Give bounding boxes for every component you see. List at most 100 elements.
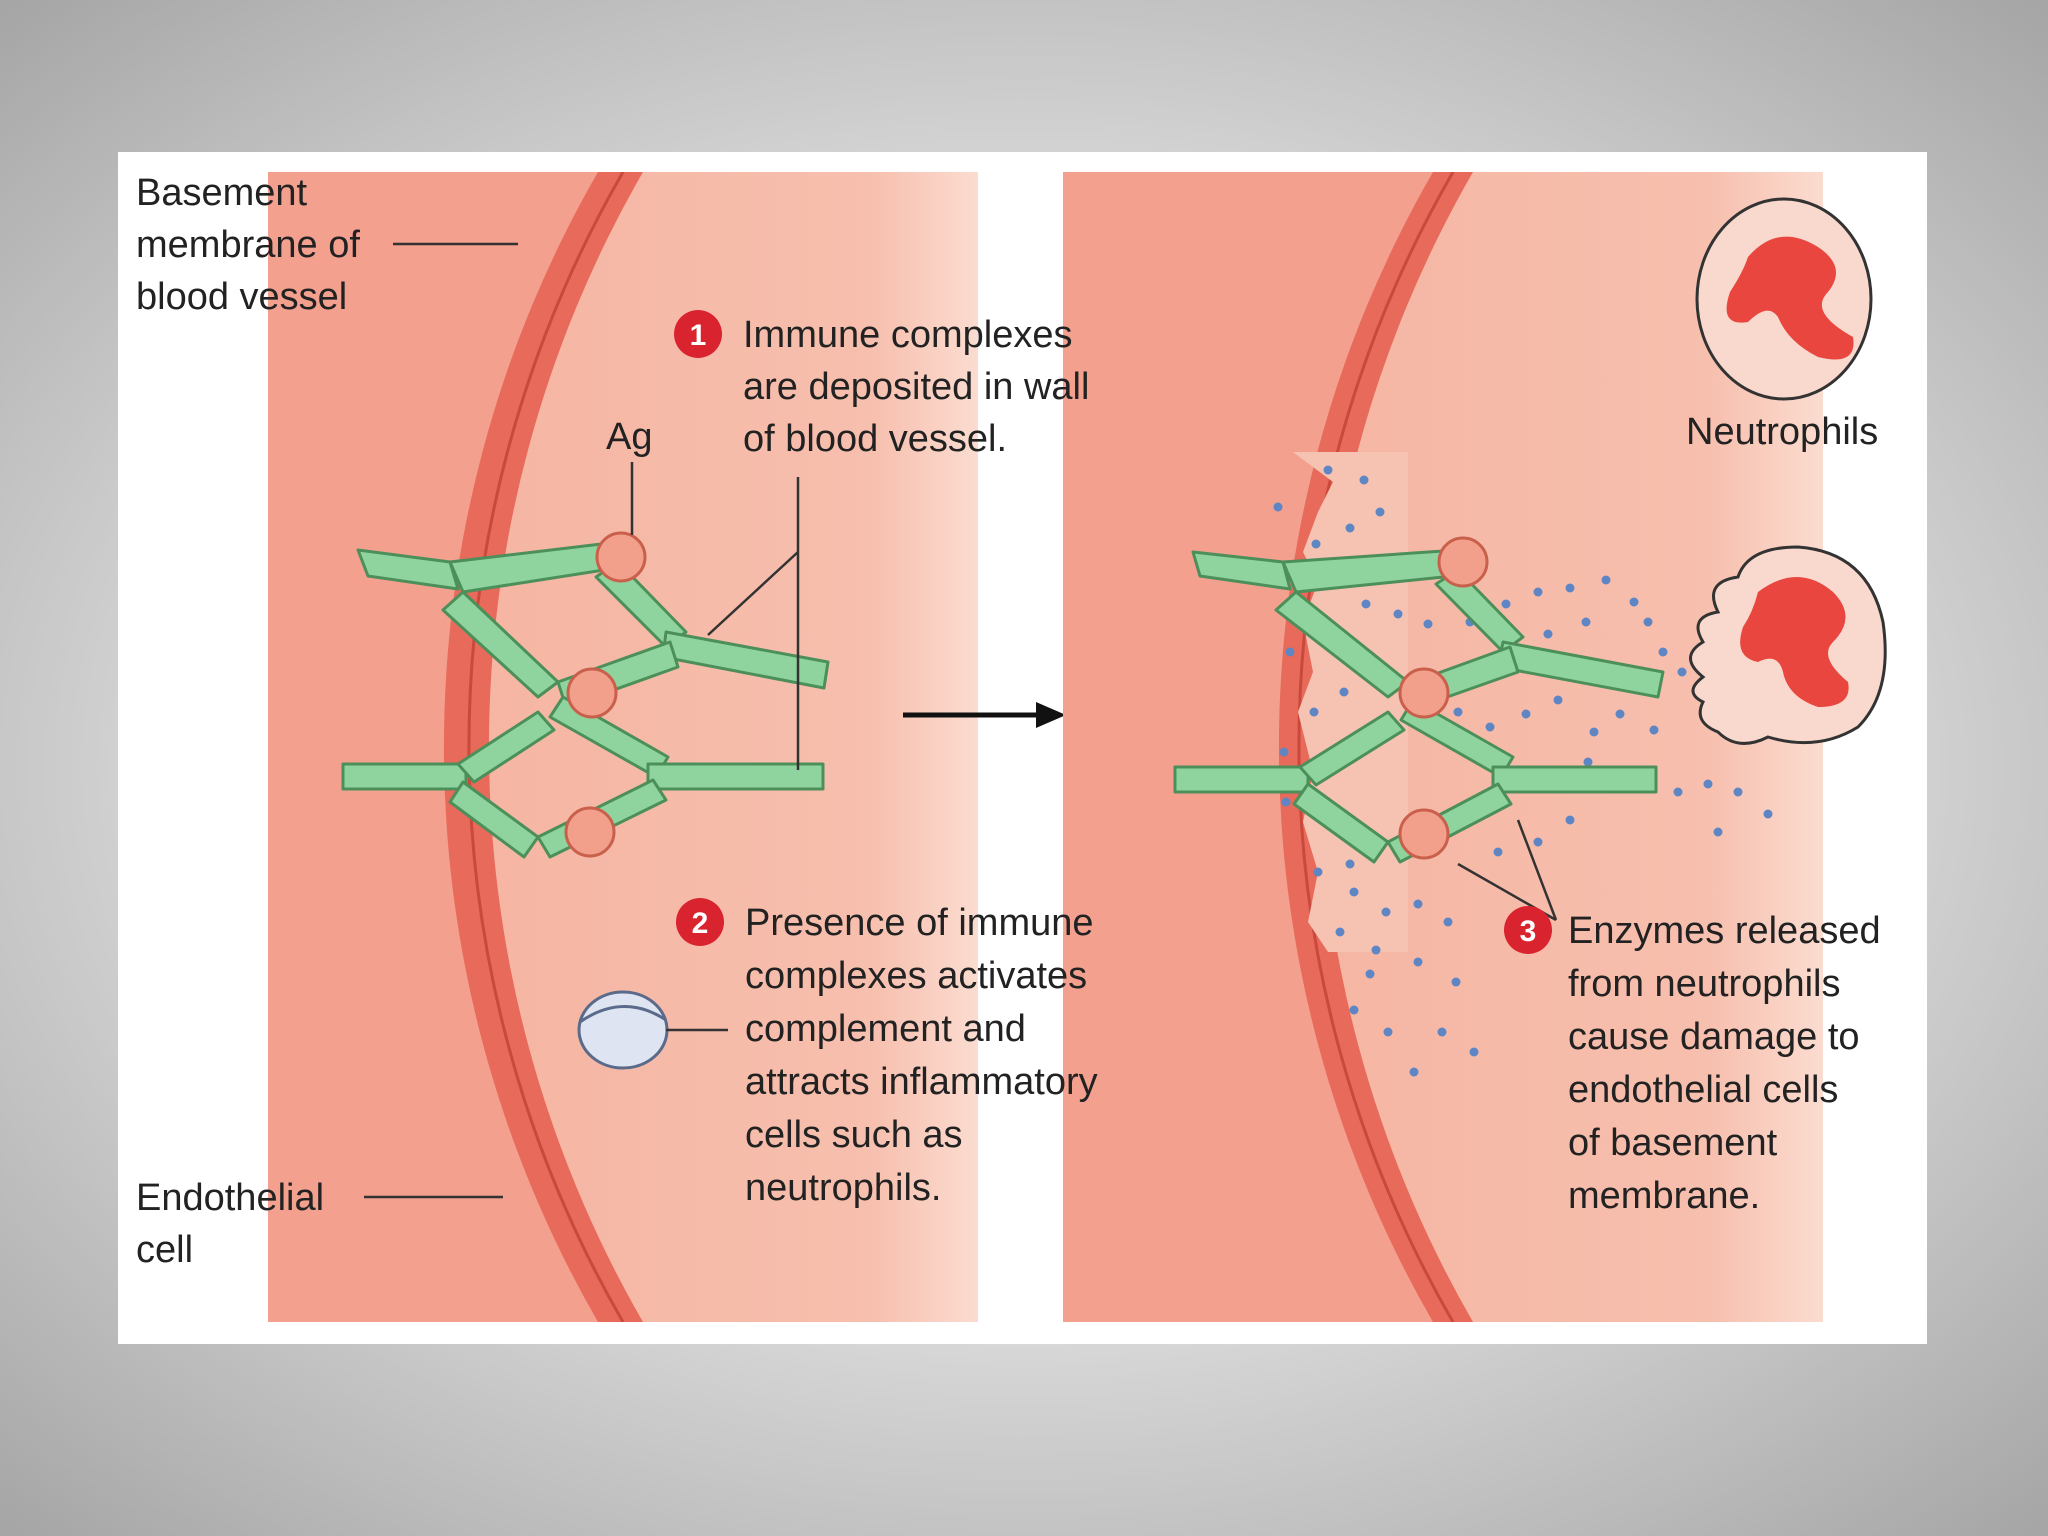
enzyme-dot	[1643, 617, 1653, 627]
step-text-line: neutrophils.	[745, 1167, 941, 1209]
enzyme-dot	[1533, 587, 1543, 597]
step-3: 3 Enzymes released from neutrophils caus…	[1504, 906, 1881, 1217]
enzyme-dot	[1485, 722, 1495, 732]
enzyme-dot	[1713, 827, 1723, 837]
enzyme-dot	[1345, 859, 1355, 869]
step1-leader	[707, 477, 800, 770]
enzyme-dot	[1365, 969, 1375, 979]
step-text-line: Enzymes released	[1568, 910, 1881, 952]
antigen-particle	[1437, 536, 1489, 588]
step-text-line: Presence of immune	[745, 902, 1094, 944]
slide-frame: Basement membrane of blood vessel Endoth…	[118, 152, 1927, 1344]
neutrophil-nucleus	[1740, 577, 1849, 707]
transition-arrow	[903, 702, 1066, 728]
step-text-line: complexes activates	[745, 955, 1087, 997]
vessel-outer-wall	[268, 172, 598, 1322]
antigen-particle	[595, 531, 647, 583]
enzyme-dot	[1533, 837, 1543, 847]
antibody-arm	[448, 780, 540, 859]
diagram: Basement membrane of blood vessel Endoth…	[136, 172, 1887, 1322]
enzyme-dot	[1339, 687, 1349, 697]
antigen-particle	[566, 667, 618, 719]
step-text-line: endothelial cells	[1568, 1069, 1838, 1111]
step-text-line: of blood vessel.	[743, 418, 1007, 460]
step-text-line: are deposited in wall	[743, 366, 1089, 408]
arrow-head	[1036, 702, 1066, 728]
enzyme-dot	[1393, 609, 1403, 619]
enzyme-dot	[1615, 709, 1625, 719]
step-text-line: from neutrophils	[1568, 963, 1840, 1005]
antigen-particle	[564, 806, 616, 858]
step-number: 1	[690, 319, 707, 352]
antibody-chain	[1191, 550, 1292, 591]
antigen-label: Ag	[606, 416, 652, 458]
enzyme-dot	[1437, 1027, 1447, 1037]
enzyme-dot	[1309, 707, 1319, 717]
neutrophil-intact	[1695, 197, 1873, 401]
antibody-arm	[1274, 590, 1410, 699]
enzyme-dot	[1311, 539, 1321, 549]
antigen-group	[564, 531, 647, 858]
antibody-chain	[341, 762, 468, 791]
antigen-group	[1398, 536, 1489, 860]
enzyme-dot	[1733, 787, 1743, 797]
enzyme-dot	[1383, 1027, 1393, 1037]
neutrophil-degranulating	[1689, 545, 1887, 745]
enzyme-dot	[1413, 957, 1423, 967]
neutrophils-label: Neutrophils	[1686, 411, 1878, 453]
enzyme-dot	[1521, 709, 1531, 719]
enzyme-dot	[1493, 847, 1503, 857]
enzyme-dot	[1629, 597, 1639, 607]
label-line: Endothelial	[136, 1177, 324, 1219]
enzyme-dot	[1673, 787, 1683, 797]
complement-cap	[579, 1005, 667, 1024]
antibody-chain	[1173, 765, 1310, 794]
leader-lines	[364, 242, 800, 1199]
enzyme-dot	[1285, 647, 1295, 657]
step-text-line: cause damage to	[1568, 1016, 1860, 1058]
antibody-arm	[1292, 782, 1390, 864]
antibody-arm	[1298, 710, 1406, 787]
enzyme-dot	[1553, 695, 1563, 705]
enzyme-dot	[1413, 899, 1423, 909]
enzyme-dot	[1583, 757, 1593, 767]
step-marker	[676, 898, 724, 946]
enzyme-dot	[1677, 667, 1687, 677]
step-text-line: attracts inflammatory	[745, 1061, 1098, 1103]
label-line: Basement	[136, 172, 308, 214]
enzyme-dot	[1273, 502, 1283, 512]
step-marker	[674, 310, 722, 358]
enzyme-dot	[1543, 629, 1553, 639]
antibody-arm	[1491, 765, 1658, 794]
vessel-panel-after	[1063, 172, 1823, 1322]
enzyme-dot	[1313, 867, 1323, 877]
complement-body	[577, 990, 669, 1070]
endothelial-cell-label: Endothelial cell	[136, 1177, 324, 1271]
enzyme-dot	[1763, 809, 1773, 819]
enzyme-dot	[1375, 507, 1385, 517]
antibody-arm	[456, 710, 556, 784]
enzyme-dot	[1589, 727, 1599, 737]
antibody-arm	[646, 762, 825, 791]
enzyme-dot	[1565, 815, 1575, 825]
enzyme-dot	[1501, 599, 1511, 609]
antibody-chain	[356, 548, 460, 591]
wall-inner-line	[467, 172, 625, 1322]
enzyme-dot	[1649, 725, 1659, 735]
wall-inner-line	[1297, 172, 1455, 1322]
enzyme-dot	[1469, 1047, 1479, 1057]
step-1: 1 Immune complexes are deposited in wall…	[674, 310, 1089, 460]
enzyme-dot	[1658, 647, 1668, 657]
step-text-line: complement and	[745, 1008, 1026, 1050]
step-text-line: of basement	[1568, 1122, 1778, 1164]
enzyme-dot	[1565, 583, 1575, 593]
vessel-outer-wall	[1063, 172, 1433, 1322]
enzyme-dot	[1345, 523, 1355, 533]
enzyme-dot	[1443, 917, 1453, 927]
enzyme-dot	[1581, 617, 1591, 627]
label-line: membrane of	[136, 224, 360, 266]
enzyme-dot	[1323, 465, 1333, 475]
label-line: cell	[136, 1229, 193, 1271]
complement-protein	[577, 990, 669, 1070]
antigen-particle	[1398, 808, 1450, 860]
